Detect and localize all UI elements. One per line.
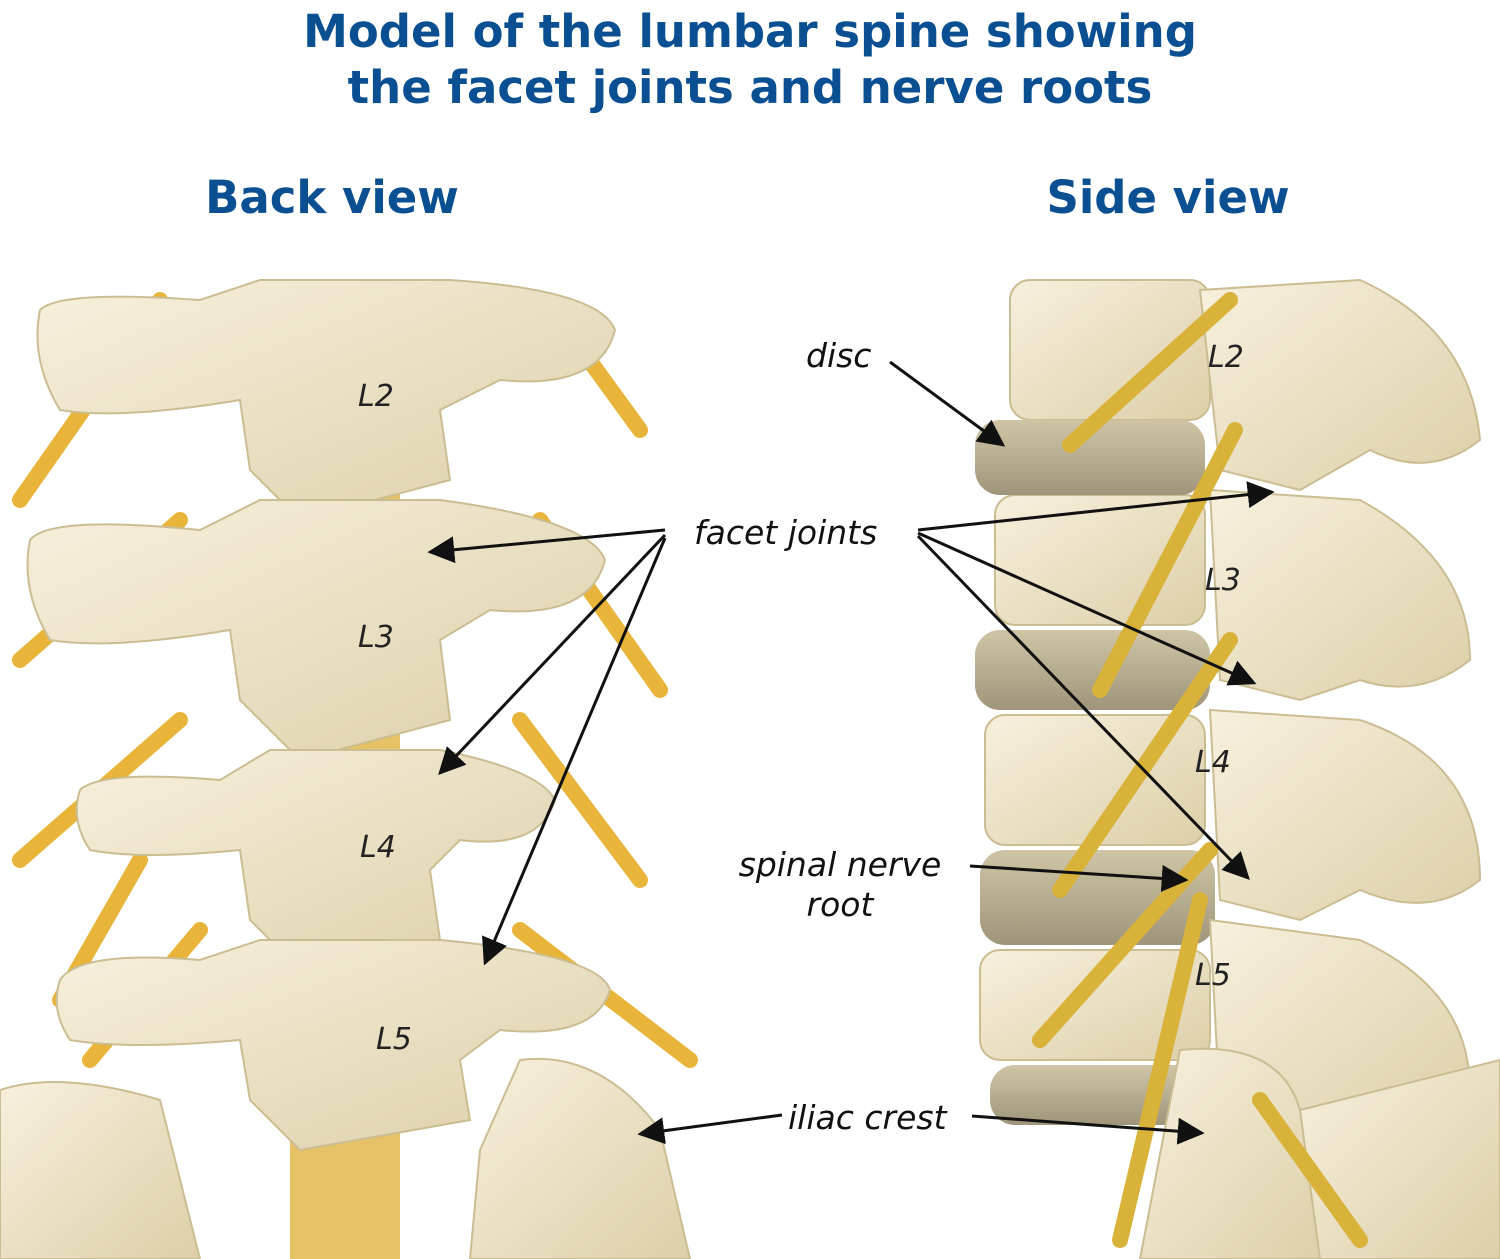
- back-vertebra-l3: L3: [358, 620, 394, 655]
- label-disc: disc: [806, 336, 872, 375]
- side-vertebra-l2: L2: [1208, 340, 1244, 375]
- back-vertebra-l4: L4: [360, 830, 396, 865]
- arrow-facet-side-2: [917, 531, 1257, 686]
- back-view-heading: Back view: [205, 171, 459, 224]
- arrow-facet-back-3: [482, 537, 667, 966]
- label-iliac-crest: iliac crest: [788, 1098, 947, 1137]
- title-line-1: Model of the lumbar spine showing: [303, 5, 1197, 58]
- arrow-disc: [889, 360, 1006, 447]
- arrow-facet-side-1: [917, 481, 1275, 532]
- arrow-facet-side-3: [916, 534, 1250, 880]
- back-vertebrae: [0, 279, 692, 1259]
- side-vertebra-l4: L4: [1195, 745, 1231, 780]
- arrow-facet-back-1: [427, 528, 666, 564]
- label-spinal-nerve-root-line2: root: [806, 885, 874, 924]
- side-posterior-elements: [1138, 278, 1500, 1259]
- title-line-2: the facet joints and nerve roots: [347, 61, 1153, 114]
- side-vertebra-l3: L3: [1205, 563, 1241, 598]
- label-spinal-nerve-root: spinal nerve root: [724, 845, 956, 925]
- side-nerves: [1032, 292, 1368, 1248]
- label-spinal-nerve-root-line1: spinal nerve: [738, 845, 942, 884]
- back-vertebra-l5: L5: [376, 1022, 412, 1057]
- arrow-facet-back-2: [438, 533, 667, 775]
- arrow-iliac-back: [637, 1113, 783, 1145]
- label-facet-joints: facet joints: [694, 513, 878, 552]
- back-vertebra-l2: L2: [358, 379, 394, 414]
- figure-title: Model of the lumbar spine showing the fa…: [0, 4, 1500, 116]
- arrow-iliac-side: [971, 1114, 1205, 1145]
- annotation-arrows: [427, 360, 1275, 1145]
- side-view-heading: Side view: [1046, 171, 1290, 224]
- arrow-nerve-root: [969, 864, 1189, 892]
- back-view-model: [0, 279, 698, 1259]
- side-view-model: [975, 278, 1500, 1259]
- side-vertebra-l5: L5: [1195, 958, 1231, 993]
